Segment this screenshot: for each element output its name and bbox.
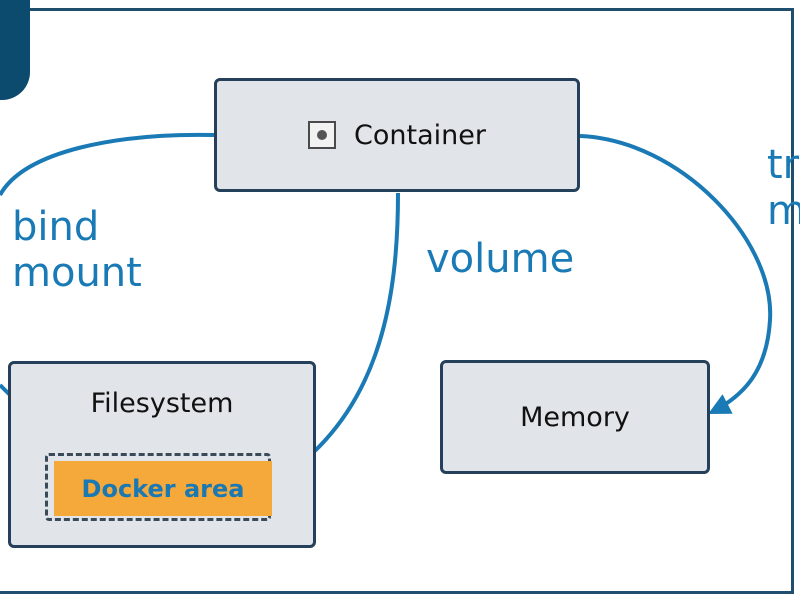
- container-node: Container: [214, 78, 580, 192]
- docker-area-node: Docker area: [54, 461, 272, 516]
- volume-label-line-1: volume: [426, 236, 575, 282]
- bind-mount-label-line-1: bind: [12, 204, 100, 250]
- corner-tab: [0, 0, 30, 100]
- volume-label: volume: [426, 236, 574, 282]
- diagram-frame: [0, 8, 794, 594]
- container-icon: [308, 121, 337, 149]
- container-label: Container: [354, 119, 486, 151]
- filesystem-label: Filesystem: [90, 388, 234, 419]
- bind-mount-label: bind mount: [12, 204, 142, 296]
- filesystem-node: Filesystem Docker area: [8, 361, 316, 548]
- tmpfs-mount-label-line-2: m: [767, 188, 800, 234]
- tmpfs-mount-label: tr m: [767, 142, 800, 234]
- bind-mount-label-line-2: mount: [12, 250, 142, 296]
- memory-label: Memory: [520, 401, 630, 433]
- tmpfs-mount-label-line-1: tr: [767, 142, 800, 188]
- tmpfs-arrow: [579, 134, 773, 415]
- memory-node: Memory: [440, 360, 710, 474]
